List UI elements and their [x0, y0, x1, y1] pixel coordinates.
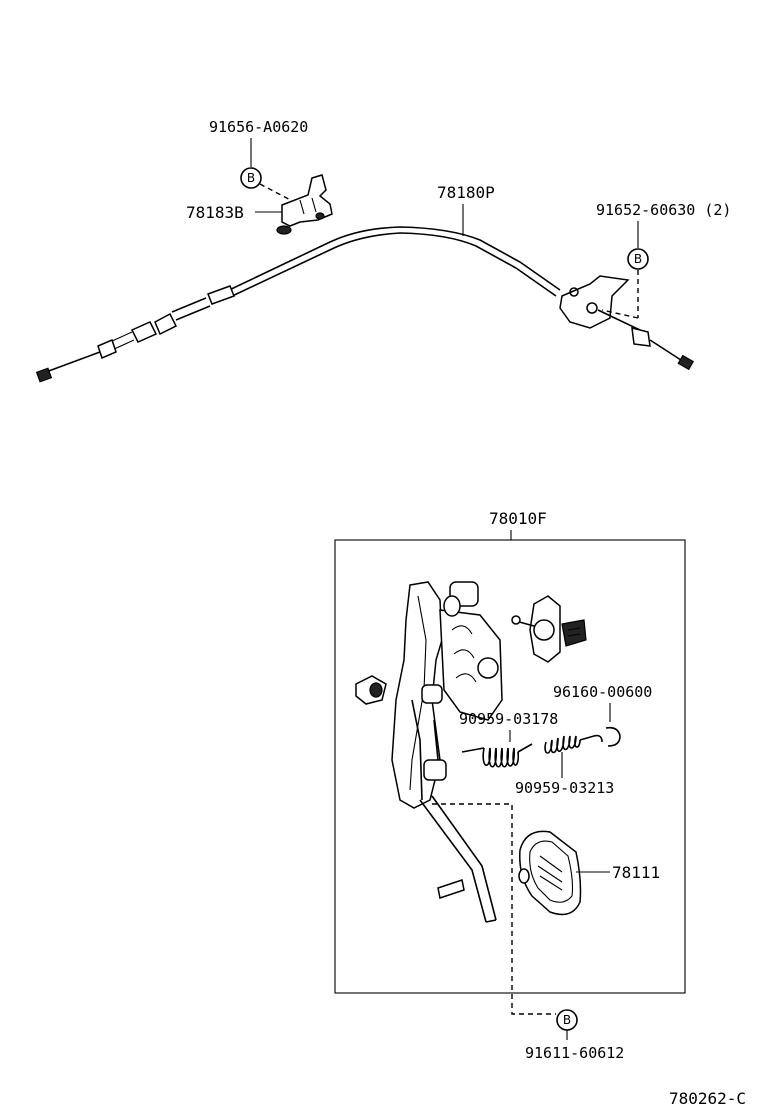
- badge-b-top: B: [240, 167, 262, 189]
- snap-ring-part: [605, 726, 621, 747]
- label-spring-left: 90959-03178: [459, 710, 558, 728]
- cable-end-bracket: [559, 275, 695, 371]
- spring-left-part: [461, 743, 533, 768]
- label-pedal-assy: 78010F: [489, 509, 547, 528]
- spring-right-part: [544, 734, 603, 754]
- stopper-part: [355, 675, 387, 705]
- pin-part: [437, 879, 465, 899]
- label-snap-ring: 96160-00600: [553, 683, 652, 701]
- label-bolt-bottom: 91611-60612: [525, 1044, 624, 1062]
- svg-text:B: B: [634, 252, 642, 266]
- label-pedal-pad: 78111: [612, 863, 660, 882]
- badge-b-bottom: B: [556, 1009, 578, 1031]
- pedal-pad-part: [518, 830, 582, 916]
- badge-b-right: B: [627, 248, 649, 270]
- label-spring-right: 90959-03213: [515, 779, 614, 797]
- bracket-part: [276, 174, 333, 235]
- label-cable: 78180P: [437, 183, 495, 202]
- label-bolt-top: 91656-A0620: [209, 118, 308, 136]
- label-bolt-right: 91652-60630 (2): [596, 201, 731, 219]
- pedal-arm: [391, 581, 503, 923]
- diagram-code: 780262-C: [669, 1089, 746, 1108]
- pedal-assy-box: [334, 539, 686, 994]
- throttle-cable: [35, 226, 561, 383]
- lever-sensor-part: [511, 595, 587, 663]
- label-bracket-left: 78183B: [186, 203, 244, 222]
- svg-text:B: B: [563, 1013, 571, 1027]
- svg-text:B: B: [247, 171, 255, 185]
- dash-bolt-bottom: [432, 803, 556, 1015]
- dash-bolt-right-2: [601, 309, 639, 319]
